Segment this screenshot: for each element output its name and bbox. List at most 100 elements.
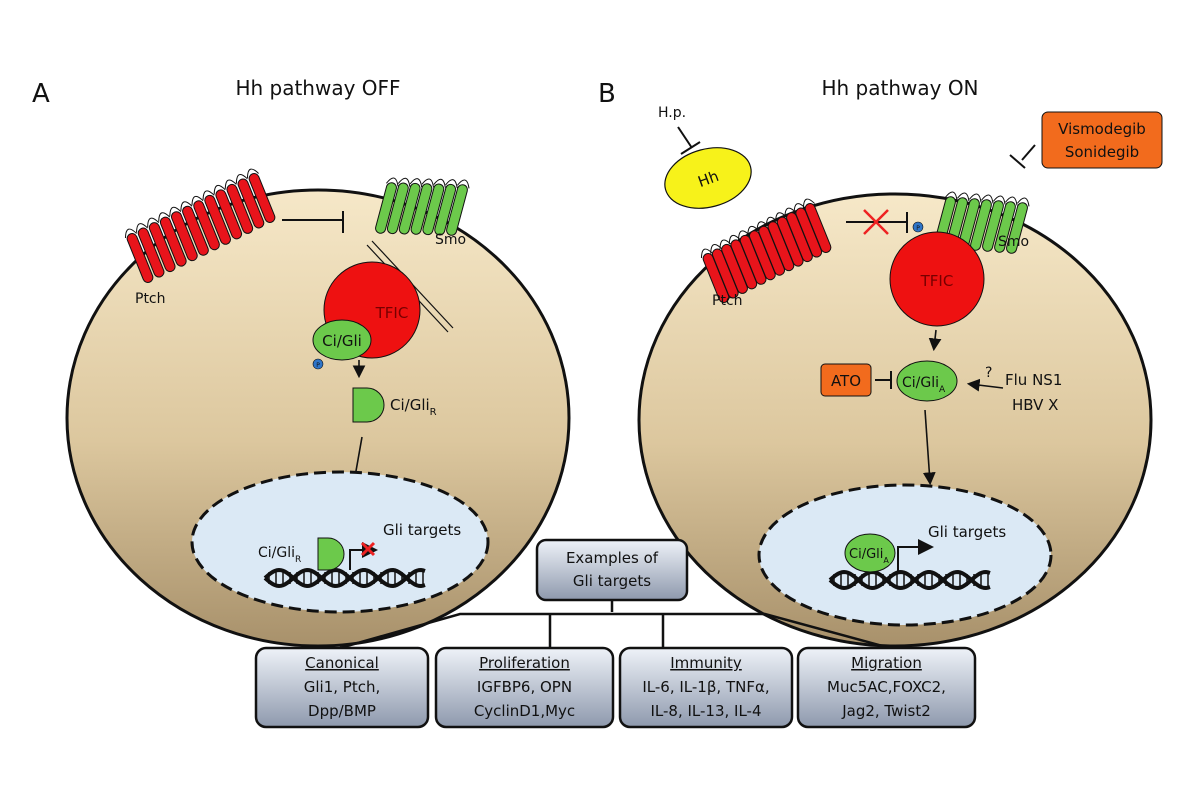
receptor-loop [124,228,137,239]
smo-helix [1006,202,1028,254]
smo-helix [386,182,409,235]
category-box-bg [254,646,430,729]
category-box-bg [434,646,615,729]
smo-helix [982,200,1004,252]
tree-connectors [339,600,891,650]
inhibition-line-hp [677,126,693,149]
cigli-r-label-a: Ci/GliR [390,396,437,418]
dna-strand [828,569,991,591]
category-line: Jag2, Twist2 [841,702,931,720]
phospho-label-a: P [316,362,320,369]
panel-b-title: Hh pathway ON [821,76,978,100]
smo-receptor-a [375,177,470,236]
smo-helix [410,183,433,235]
ptch-helix [193,200,220,251]
category-line: IL-8, IL-13, IL-4 [650,702,761,720]
inhibition-bar-drug [1009,154,1026,169]
ptch-helix [148,222,176,273]
ptch-helix [182,205,209,256]
category-line: Gli1, Ptch, [304,678,381,696]
inhibition-bar-hp [680,141,701,155]
arrow-icon [928,329,942,352]
ptch-helix [237,178,265,229]
nucleus-b [757,483,1053,627]
hp-label: H.p. [658,105,686,121]
transcription-arrow-b [897,539,934,572]
receptor-loop [386,177,399,187]
category-line: IGFBP6, OPN [477,678,572,696]
receptor-loop [445,179,458,189]
receptor-loop [213,184,226,195]
examples-title: Examples of [566,549,659,567]
inhibition-line-drug [1021,144,1036,161]
gli-targets-label-a: Gli targets [383,521,461,539]
smo-helix [375,182,397,234]
ptch-helix [159,216,187,267]
smo-helix [994,201,1016,253]
category-line: IL-6, IL-1β, TNFα, [642,678,769,696]
category-line: Muc5AC,FOXC2, [827,678,946,696]
arrow-icon [966,378,1004,392]
ptch-receptor-b [700,198,832,303]
smo-label-b: Smo [998,234,1029,250]
receptor-loop [147,217,160,228]
receptor-loop [235,174,248,184]
receptor-loop [136,223,149,233]
receptor-loop [202,190,215,200]
phospho-icon-b [912,221,924,233]
ato-label: ATO [831,372,861,390]
hh-ligand [664,147,752,209]
receptor-loop [969,193,982,203]
ptch-helix [215,189,243,240]
nuc-cigli-label-b: Ci/GliA [849,547,889,565]
dna-icon-a [263,567,426,589]
drug-label: Sonidegib [1065,143,1139,161]
receptor-loop [246,168,259,179]
cigli-repressor-a [352,387,385,423]
drug-label: Vismodegib [1058,120,1146,138]
category-line: Dpp/BMP [308,702,376,720]
nucleus-a [190,470,490,614]
dna-strand [828,569,991,591]
receptor-loop [158,212,171,222]
dna-strand [263,567,426,589]
viral-label: Flu NS1 [1005,371,1062,389]
category-box-bg [618,646,794,729]
cigli-label-a: Ci/Gli [322,332,362,350]
phospho-label-b: P [916,225,920,232]
receptor-loop [945,191,958,201]
receptor-loop [433,178,446,188]
cigli-repressor-bound [317,537,345,571]
panel-b-letter: B [598,79,616,109]
receptor-loop [169,206,182,217]
cigli-activator-b [896,360,958,402]
gli-targets-label-b: Gli targets [928,523,1006,541]
blocked-x-icon [863,209,889,235]
receptor-loop [957,192,970,202]
examples-title: Gli targets [573,572,651,590]
smo-helix [422,183,445,236]
ato-box [820,363,872,397]
blocked-x-icon [360,541,376,557]
panel-a-letter: A [32,79,50,109]
examples-box [535,538,689,602]
drug-box [1041,111,1163,169]
cigli-a-label-b: Ci/GliA [902,375,946,395]
question-mark: ? [985,365,992,381]
category-box-bg [796,646,977,729]
category-heading: Immunity [670,654,742,672]
receptor-loop [191,195,204,206]
receptor-loop [1005,196,1018,206]
receptor-loop [1017,197,1030,207]
ptch-helix [170,211,198,262]
viral-label: HBV X [1012,396,1058,414]
receptor-loop [180,201,193,211]
receptor-loop [397,177,411,187]
arrow-icon [922,409,936,486]
tfic-label-a: TFIC [375,304,409,322]
